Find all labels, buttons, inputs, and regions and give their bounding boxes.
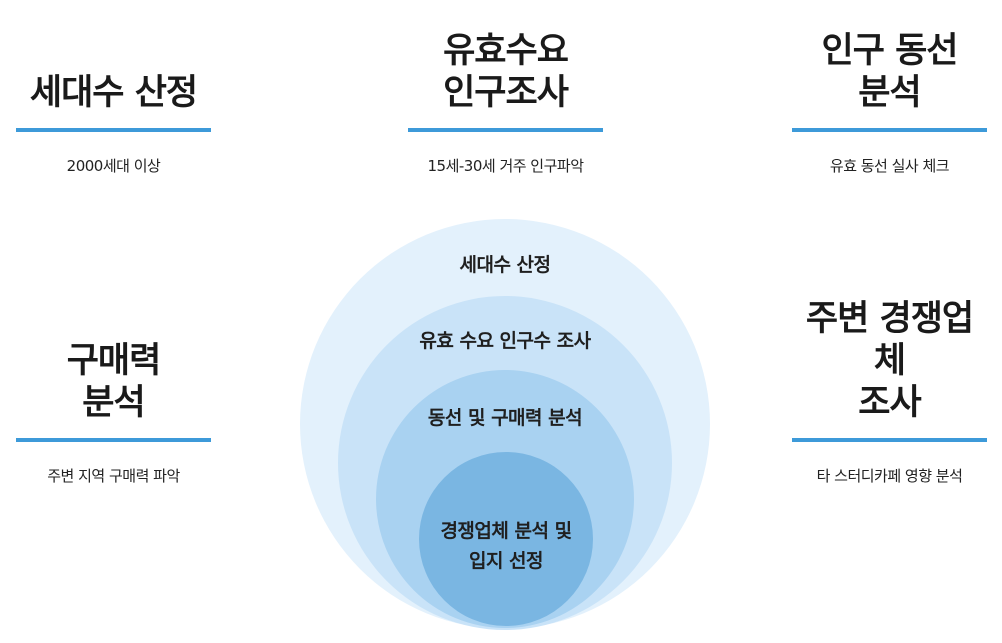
step-title: 주변 경쟁업체 조사: [792, 299, 987, 424]
step-title: 구매력 분석: [16, 340, 211, 424]
step-block-competitor-survey: 주변 경쟁업체 조사 타 스터디카페 영향 분석: [792, 299, 987, 486]
step-block-demand-survey: 유효수요 인구조사 15세-30세 거주 인구파악: [408, 30, 603, 176]
circle-inner: [419, 452, 593, 626]
step-title-line: 주변 경쟁업체: [805, 299, 974, 381]
step-description: 주변 지역 구매력 파악: [47, 467, 180, 485]
step-title-line: 인구조사: [443, 73, 569, 113]
step-description: 15세-30세 거주 인구파악: [427, 157, 584, 175]
circle-third-label: 동선 및 구매력 분석: [427, 407, 583, 429]
divider: [792, 438, 987, 442]
step-title-line: 조사: [858, 383, 921, 423]
circle-inner-label-line: 경쟁업체 분석 및: [440, 520, 572, 542]
step-description: 유효 동선 실사 체크: [829, 157, 950, 175]
divider: [16, 128, 211, 132]
step-title-line: 유효수요: [443, 31, 569, 71]
step-title-line: 구매력: [66, 341, 162, 381]
step-block-purchasing-power: 구매력 분석 주변 지역 구매력 파악: [16, 340, 211, 486]
divider: [792, 128, 987, 132]
circle-inner-label-line: 입지 선정: [468, 550, 544, 572]
circle-second-label: 유효 수요 인구수 조사: [419, 330, 591, 352]
step-block-household-count: 세대수 산정 2000세대 이상: [16, 30, 211, 176]
step-block-traffic-analysis: 인구 동선 분석 유효 동선 실사 체크: [792, 30, 987, 176]
circle-outer-label: 세대수 산정: [459, 254, 551, 276]
step-title: 유효수요 인구조사: [408, 30, 603, 114]
step-title: 인구 동선 분석: [792, 30, 987, 114]
divider: [16, 438, 211, 442]
step-description: 2000세대 이상: [66, 157, 161, 175]
step-title: 세대수 산정: [16, 30, 211, 114]
step-title-line: 분석: [858, 73, 921, 113]
step-description: 타 스터디카페 영향 분석: [816, 467, 963, 485]
step-title-line: 세대수 산정: [29, 73, 198, 113]
step-title-line: 분석: [82, 383, 145, 423]
divider: [408, 128, 603, 132]
step-title-line: 인구 동선: [821, 31, 959, 71]
circle-inner-label: 경쟁업체 분석 및 입지 선정: [406, 516, 606, 576]
